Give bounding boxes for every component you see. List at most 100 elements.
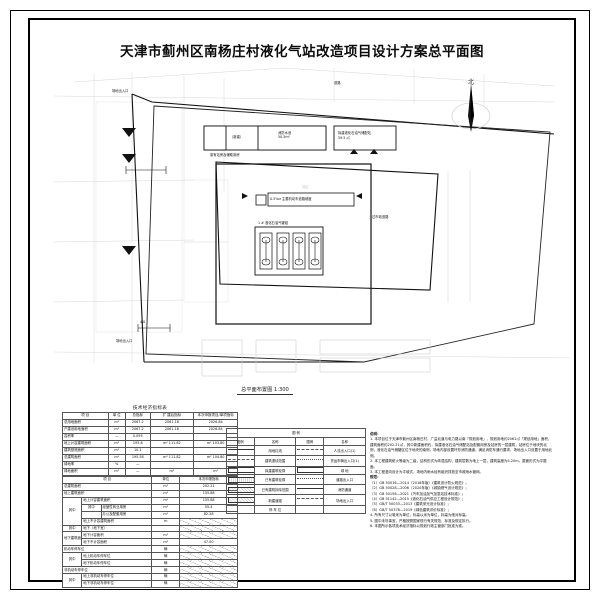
sub-head-0: 项 目 xyxy=(61,475,153,484)
sub-cell: 地上机动车停车位 xyxy=(81,552,153,561)
sub-cell-empty xyxy=(179,552,238,561)
econ-cell: 0.095 xyxy=(125,432,151,441)
legend-label: 道路出入口 xyxy=(323,474,366,486)
legend-head-2: 图例 xyxy=(295,436,325,447)
table-row: 非机动车停车位辆 xyxy=(61,566,238,575)
plan-label-road-slope: 0.5%м 主要机动车道路坡度 xyxy=(270,197,312,201)
sub-cell-empty xyxy=(179,524,238,533)
sub-cell: 地下不计容面积 xyxy=(81,538,153,547)
sub-cell xyxy=(151,524,181,533)
econ-cell: 10.1 xyxy=(125,446,151,455)
table-row: 地下建筑面积地下计容面积m² xyxy=(61,531,238,547)
sub-cell: m² xyxy=(151,510,181,519)
legend-symbol xyxy=(226,455,255,467)
econ-cell: m² xyxy=(107,453,126,462)
note-item: （6）GB/T 50378—2019《绿色建筑评价标准》； xyxy=(370,507,451,512)
sheet-outer-border xyxy=(10,10,590,590)
table-row: 地下机动车停车位辆 xyxy=(63,559,238,568)
note-item: （2）GB 50028—2006（2020年版）《城镇燃气设计规范》； xyxy=(370,486,469,491)
sub-cell xyxy=(81,510,102,519)
legend-label: 绿 地 xyxy=(323,465,366,476)
econ-cell: 绿地率 xyxy=(62,460,109,469)
legend-label: 停 车 位 xyxy=(253,504,297,515)
sheet-inner-border xyxy=(28,18,576,582)
sub-cell: 地下机动车停车位 xyxy=(81,559,153,568)
sub-cell-empty xyxy=(179,580,238,589)
econ-cell: 绿地面积 xyxy=(62,467,109,476)
notes-standards-title: 规范： xyxy=(370,475,381,480)
sub-cell: 其中 xyxy=(81,503,102,512)
legend-label: 场地出入口 xyxy=(323,494,366,506)
legend-label: 拟建建筑轮廓 xyxy=(253,465,297,476)
legend-label: 消防通道 xyxy=(323,484,366,496)
table-row: 其中地下（地下室） xyxy=(61,524,238,533)
plan-label-new-station: 拟建液化石油气储配站 59.5 ㎡ xyxy=(338,131,371,140)
economic-table-caption: 技术经济指标表 xyxy=(132,406,168,411)
econ-head-4: 本次申报项目/单项指标 xyxy=(193,412,238,420)
legend-symbol xyxy=(226,484,255,496)
plan-label-road-top: 道路 xyxy=(334,81,341,85)
table-row: 其中地上非机动车停车位辆 xyxy=(61,573,238,589)
note-item: 6. 本图所示各项技术经济指标以规划行政主管部门批准为准。 xyxy=(370,524,466,529)
legend-label: 已有建筑轮廓 xyxy=(253,474,297,486)
sub-cell: 办公及配套用房 xyxy=(100,510,153,519)
note-item: 5. 图中未尽事宜，严格按照国家现行有关规范、标准及规定执行。 xyxy=(370,518,473,523)
sub-cell: m² xyxy=(151,496,181,505)
table-row: 机动车停车位辆 xyxy=(61,545,238,554)
sub-cell: 地下建筑面积 xyxy=(61,531,83,547)
econ-head-3: 扩 建后指标 xyxy=(149,412,195,420)
note-item: 3. 本工程竖向设计为平坡式，场地内雨水经有组织排放至市政雨水管网。 xyxy=(370,469,483,474)
plan-label-gate-room: （新建） xyxy=(230,135,244,139)
econ-cell: m² 111.82 xyxy=(149,439,195,448)
notes-title: 说明： xyxy=(370,432,381,436)
note-item: （4）GB 51142—2015《液化石油气供应工程设计规范》； xyxy=(370,497,465,502)
econ-cell: 户建设用地面积 xyxy=(62,425,109,434)
sub-cell: 非机动车停车位 xyxy=(61,566,153,575)
sub-cell: 经营性商业用房 xyxy=(100,503,153,512)
econ-cell: 容积率 xyxy=(62,432,109,441)
legend-label xyxy=(323,504,366,515)
sub-cell-empty xyxy=(179,531,238,540)
econ-cell: 195.58 xyxy=(125,453,151,462)
note-item: 1. 本项目位于天津市蓟州区南杨庄村，广益北道与电力路以南「规划用地」，规划用地… xyxy=(370,437,552,458)
sub-cell-empty xyxy=(179,517,238,526)
econ-cell: 总建筑面积 xyxy=(62,453,109,462)
legend-symbol xyxy=(226,504,255,515)
plan-label-east-road: 过市政道路 xyxy=(372,215,389,219)
econ-cell: m² xyxy=(107,425,126,434)
legend-label: 建筑退线范围 xyxy=(253,455,297,467)
sub-cell: 辆 xyxy=(151,559,181,568)
sub-cell: m² xyxy=(151,531,181,540)
legend-label: 已有建筑拆除范围 xyxy=(253,484,297,496)
plan-label-dim-4-0: 4.0 xyxy=(140,320,146,324)
legend-row: 拟建建筑轮廓 绿 地 xyxy=(226,465,366,476)
sub-cell: 辆 xyxy=(151,580,181,589)
table-row: 绿地率%— xyxy=(62,460,238,469)
sub-cell-empty xyxy=(179,573,238,582)
legend-symbol xyxy=(295,474,325,486)
econ-head-0: 项 目 xyxy=(62,412,109,420)
econ-cell: 地上计容建筑面积 xyxy=(62,439,109,448)
legend-symbol xyxy=(295,484,325,496)
legend-symbol xyxy=(226,465,255,476)
legend-row: 已有建筑拆除范围 消防通道 xyxy=(226,484,366,496)
sub-cell: 地上建筑面积 xyxy=(61,489,153,498)
legend-row: 新建道路 场地出入口 xyxy=(226,494,366,506)
plan-label-entrance-bottom: 场地出入口 xyxy=(116,339,133,343)
sub-cell: m² xyxy=(151,489,181,498)
econ-head-2: 总指标 xyxy=(125,412,151,420)
econ-cell: m² 111.82 xyxy=(149,453,195,462)
econ-cell xyxy=(149,446,195,455)
sub-cell: 47.00 xyxy=(179,538,238,547)
legend-row: 用地红线 人流出入口(1) xyxy=(226,445,366,457)
econ-cell: 2061.18 xyxy=(149,425,195,434)
